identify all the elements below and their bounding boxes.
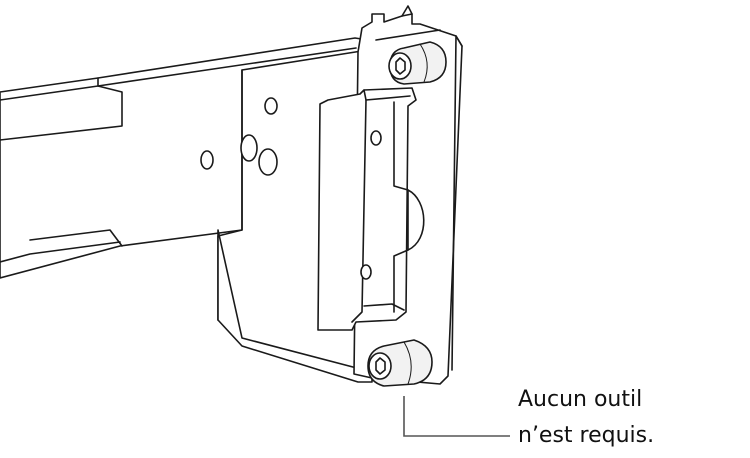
latch-assembly xyxy=(317,87,425,331)
callout-leader-line xyxy=(403,396,510,437)
rail-hole-4 xyxy=(200,150,214,170)
latch-hole-top xyxy=(370,130,382,146)
callout-line-2: n’est requis. xyxy=(518,423,655,448)
callout-label: Aucun outil n’est requis. xyxy=(518,382,654,454)
rail-arm xyxy=(0,37,369,321)
top-thumbscrew xyxy=(388,41,447,85)
bottom-thumbscrew xyxy=(367,339,433,387)
callout-line-1: Aucun outil xyxy=(518,387,643,412)
latch-hole-bottom xyxy=(360,264,372,280)
rail-hole-1 xyxy=(264,97,278,115)
rail-hole-3 xyxy=(258,148,278,176)
rail-holes xyxy=(200,97,278,176)
rail-hole-2 xyxy=(240,134,258,162)
